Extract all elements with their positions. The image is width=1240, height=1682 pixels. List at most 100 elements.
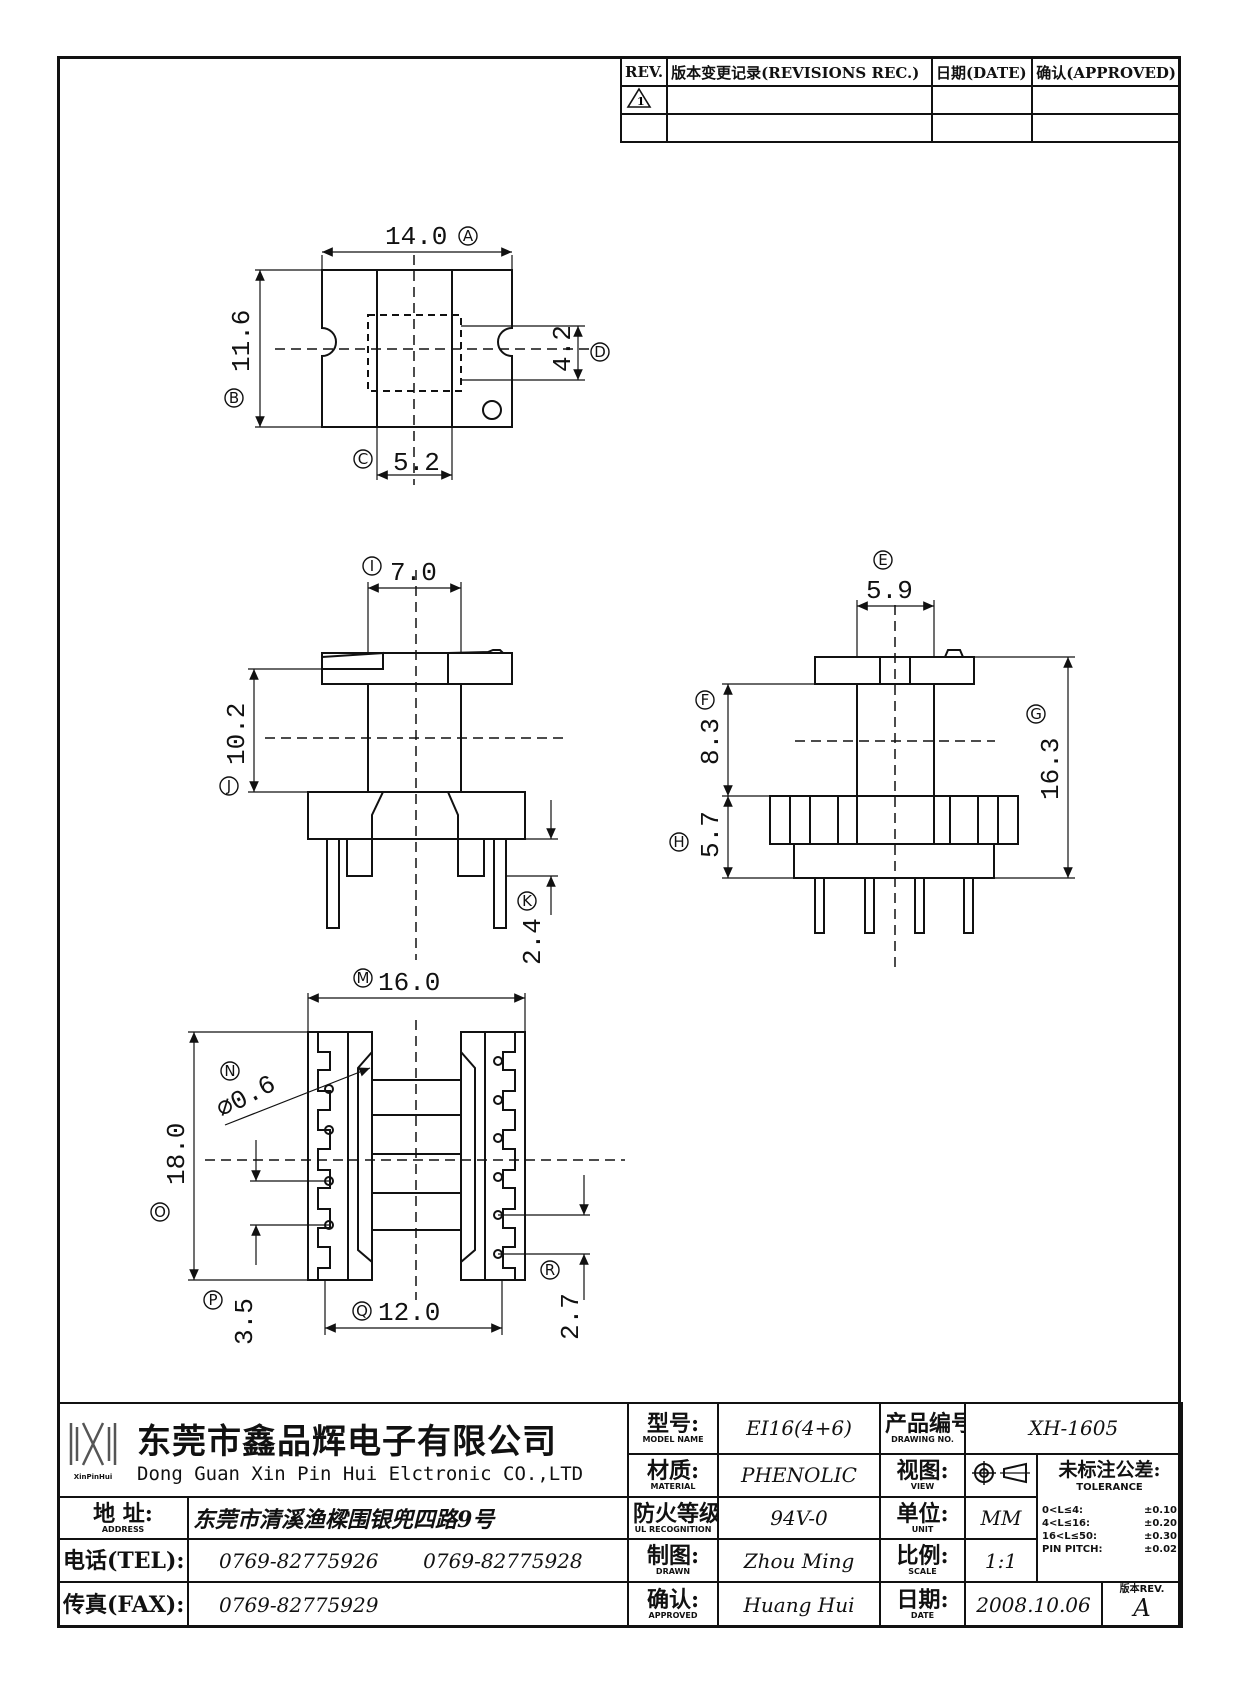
tolerance-row: 4<L≤16:±0.20	[1042, 1517, 1178, 1529]
bottom-pitch-right-dim: 2.7	[556, 1293, 586, 1340]
svg-text:J: J	[226, 777, 231, 795]
projection-symbol-cell	[964, 1452, 1038, 1498]
tag-a-icon: A	[458, 226, 478, 246]
company-name-en: Dong Guan Xin Pin Hui Elctronic CO.,LTD	[137, 1463, 584, 1486]
svg-text:Q: Q	[356, 1302, 368, 1320]
model-label: 型号:	[646, 1410, 700, 1437]
svg-text:K: K	[522, 892, 533, 910]
drawn-label: 制图:	[646, 1543, 700, 1570]
address-label-cell: 地 址:ADDRESS	[57, 1495, 189, 1541]
view-label: 视图:	[896, 1457, 949, 1484]
tag-g-icon: G	[1026, 704, 1046, 724]
tag-i-icon: I	[362, 556, 382, 576]
svg-text:F: F	[701, 691, 710, 709]
tag-f-icon: F	[695, 690, 715, 710]
material-value: PHENOLIC	[717, 1452, 881, 1498]
material-label-cell: 材质:MATERIAL	[627, 1452, 719, 1498]
tag-d-icon: D	[590, 342, 610, 362]
tolerance-label: 未标注公差:	[1058, 1458, 1161, 1481]
front-core-dim: 7.0	[390, 558, 437, 588]
tag-r-icon: R	[540, 1260, 560, 1280]
bottom-pitch-left-dim: 3.5	[230, 1298, 260, 1345]
material-label: 材质:	[646, 1457, 700, 1484]
rev-value: A	[1133, 1594, 1151, 1623]
bottom-height-dim: 18.0	[162, 1123, 192, 1185]
date-label-cell: 日期:DATE	[879, 1581, 966, 1628]
address-label: 地 址:	[93, 1500, 153, 1527]
drawn-sub: DRAWN	[655, 1567, 691, 1577]
svg-text:I: I	[370, 557, 374, 575]
company-cell: XinPinHui 东莞市鑫品辉电子有限公司 Dong Guan Xin Pin…	[57, 1402, 629, 1498]
unit-sub: UNIT	[911, 1524, 934, 1534]
svg-text:H: H	[673, 833, 684, 851]
front-pin-dim: 2.4	[518, 918, 548, 965]
tag-o-icon: O	[150, 1202, 170, 1222]
tolerance-sub: TOLERANCE	[1076, 1481, 1143, 1493]
tolerance-table: 0<L≤4:±0.10 4<L≤16:±0.20 16<L≤50:±0.30 P…	[1042, 1504, 1177, 1556]
side-total-dim: 16.3	[1036, 738, 1066, 800]
ul-label: 防火等级:	[633, 1500, 716, 1527]
rev-empty-cell	[666, 113, 934, 143]
rev-label: 版本REV.	[1119, 1584, 1165, 1596]
side-base-dim: 5.7	[696, 811, 726, 858]
ul-sub: UL RECOGNITION	[634, 1524, 712, 1534]
drawing-no-label: 产品编号:	[885, 1410, 963, 1437]
tag-j-icon: J	[219, 776, 239, 796]
date-header: 日期(DATE)	[931, 57, 1034, 87]
rev-cell: 版本REV. A	[1100, 1581, 1184, 1628]
revision-triangle-icon: 1	[626, 87, 652, 108]
view-label-cell: 视图:VIEW	[879, 1452, 966, 1498]
title-block: XinPinHui 东莞市鑫品辉电子有限公司 Dong Guan Xin Pin…	[57, 1402, 1184, 1628]
view-sub: VIEW	[910, 1481, 935, 1491]
logo-text: XinPinHui	[73, 1472, 113, 1481]
rev-empty-cell	[619, 113, 669, 143]
tag-p-icon: P	[203, 1290, 223, 1310]
tag-k-icon: K	[517, 891, 537, 911]
tel-values: 0769-82775926 0769-82775928	[187, 1538, 629, 1584]
tel-value-2: 0769-82775928	[423, 1548, 583, 1573]
drawn-label-cell: 制图:DRAWN	[627, 1538, 719, 1584]
drawn-value: Zhou Ming	[717, 1538, 881, 1584]
date-sub: DATE	[910, 1611, 935, 1621]
unit-value: MM	[964, 1495, 1038, 1541]
drawing-no-label-cell: 产品编号:DRAWING NO.	[879, 1402, 966, 1455]
top-window-dim: 4.2	[548, 325, 578, 372]
rev-mark-text: 1	[637, 95, 645, 108]
side-upper-dim: 8.3	[696, 718, 726, 765]
rev-date-cell	[931, 85, 1034, 115]
company-name-cn: 东莞市鑫品辉电子有限公司	[137, 1422, 557, 1463]
xph-logo-icon	[69, 1422, 117, 1466]
tag-n-icon: N	[220, 1061, 240, 1081]
svg-text:A: A	[463, 227, 474, 245]
tag-e-icon: E	[873, 550, 893, 570]
rev-mark-cell: 1	[619, 85, 669, 115]
svg-text:R: R	[545, 1261, 555, 1279]
svg-text:C: C	[358, 450, 368, 468]
tag-m-icon: M	[353, 968, 373, 988]
material-sub: MATERIAL	[650, 1481, 696, 1491]
revision-table: REV. 版本变更记录(REVISIONS REC.) 日期(DATE) 确认(…	[619, 57, 1181, 143]
rev-record-cell	[666, 85, 934, 115]
model-sub: MODEL NAME	[642, 1434, 704, 1444]
model-label-cell: 型号:MODEL NAME	[627, 1402, 719, 1455]
ul-label-cell: 防火等级:UL RECOGNITION	[627, 1495, 719, 1541]
scale-value: 1:1	[964, 1538, 1038, 1584]
top-view	[255, 247, 590, 485]
model-value: EI16(4+6)	[717, 1402, 881, 1455]
front-view	[248, 570, 565, 960]
tag-c-icon: C	[353, 449, 373, 469]
scale-label-cell: 比例:SCALE	[879, 1538, 966, 1584]
rev-approved-cell	[1031, 85, 1181, 115]
bottom-view	[188, 993, 625, 1335]
unit-label: 单位:	[896, 1500, 949, 1527]
tag-h-icon: H	[669, 832, 689, 852]
unit-label-cell: 单位:UNIT	[879, 1495, 966, 1541]
top-width-dim: 14.0	[385, 222, 447, 252]
approved-value: Huang Hui	[717, 1581, 881, 1628]
tag-q-icon: Q	[352, 1301, 372, 1321]
approved-sub: APPROVED	[648, 1611, 698, 1621]
fax-value: 0769-82775929	[187, 1581, 629, 1628]
top-slot-dim: 5.2	[393, 448, 440, 478]
drawing-no-value: XH-1605	[963, 1402, 1184, 1455]
svg-text:B: B	[229, 389, 239, 407]
